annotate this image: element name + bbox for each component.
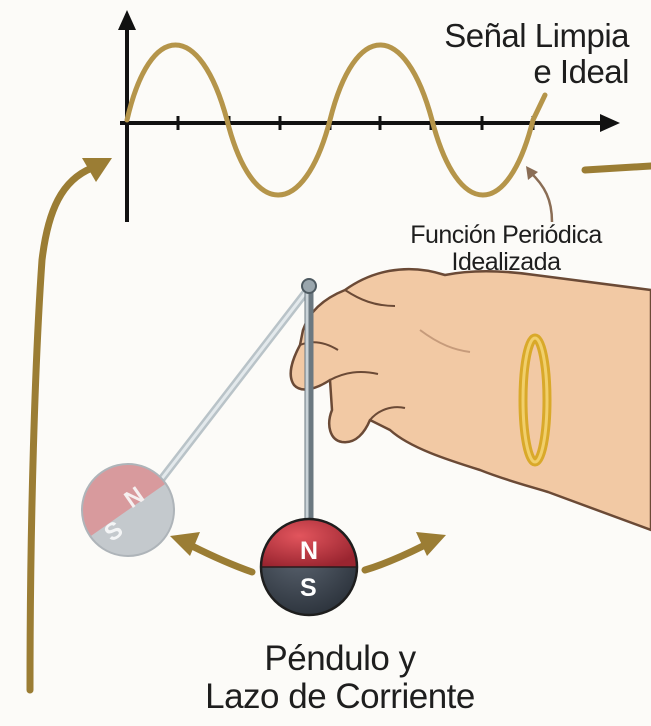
sine-wave [124, 42, 548, 198]
loop-arrow [26, 164, 96, 694]
pendulum-label-line1: Péndulo y [264, 639, 416, 678]
pointer-arrow [529, 171, 554, 223]
swing-arrow-right [361, 542, 427, 574]
hand-illustration [289, 267, 651, 532]
x-axis-arrowhead [600, 114, 620, 132]
periodic-label-line1: Función Periódica [410, 221, 602, 249]
pendulum-label-line2: Lazo de Corriente [205, 676, 475, 716]
periodic-label-line2: Idealizada [451, 248, 561, 276]
pivot [301, 278, 317, 294]
y-axis-arrowhead [118, 10, 136, 30]
swing-arrow-left [188, 542, 256, 576]
signal-title-line1: Señal Limpia [444, 17, 629, 54]
right-arrow-stub [581, 162, 651, 174]
front-magnet-south: S [300, 574, 317, 602]
front-magnet [259, 517, 359, 617]
signal-title-line2: e Ideal [533, 52, 629, 90]
ghost-magnet [81, 463, 175, 557]
pendulum-label: Péndulo y Lazo de Corriente [140, 640, 540, 716]
signal-title: Señal Limpia e Ideal [444, 18, 629, 89]
front-magnet-north: N [300, 537, 319, 565]
periodic-function-label: Función Periódica Idealizada [372, 222, 640, 276]
